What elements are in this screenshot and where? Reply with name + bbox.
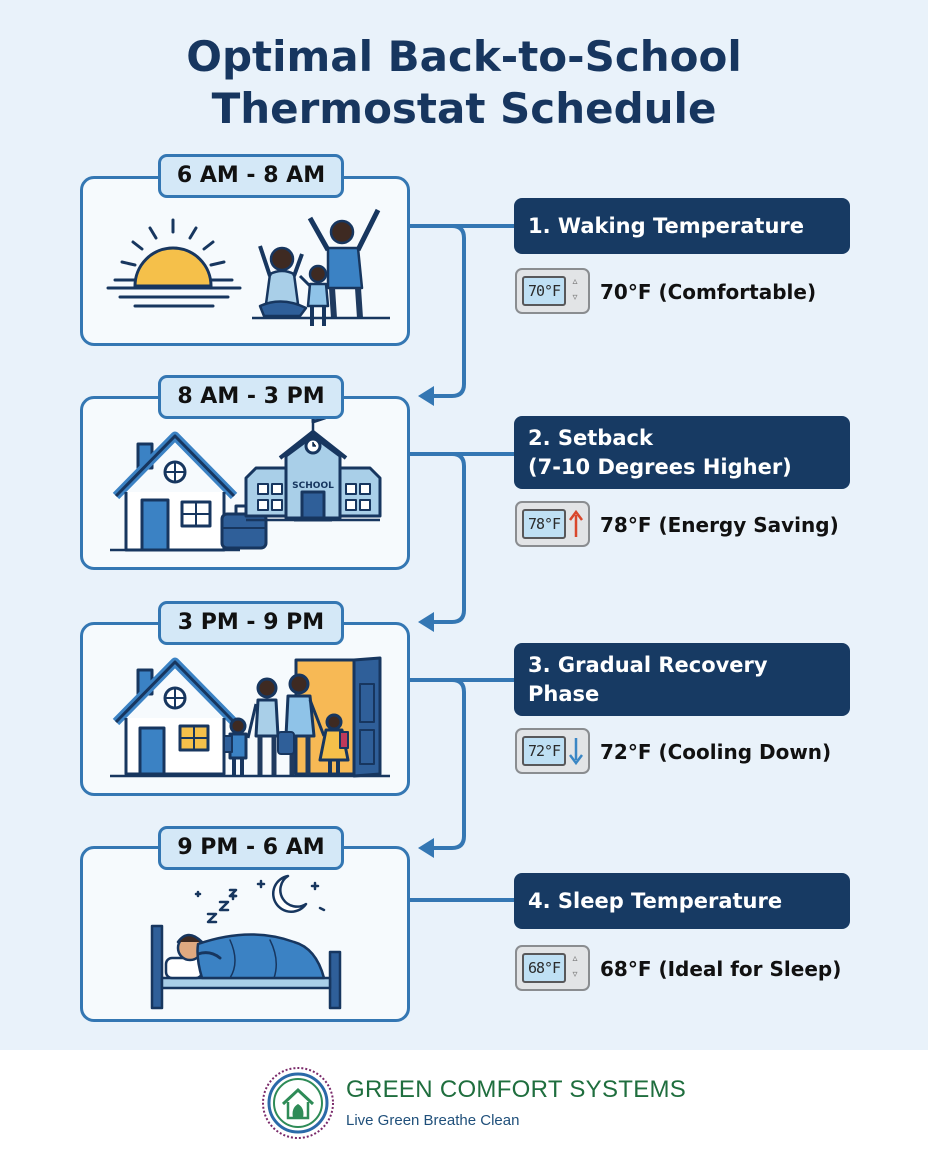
footer <box>0 1050 928 1152</box>
thermostat-3: 72°F <box>515 728 590 774</box>
house-leaf-logo-icon <box>262 1067 334 1139</box>
arrow-down-icon <box>569 738 583 766</box>
thermostat-2: 78°F <box>515 501 590 547</box>
home-school-icon: SCHOOL <box>110 412 382 552</box>
step-box-4: 4. Sleep Temperature <box>514 873 850 929</box>
step-box-1: 1. Waking Temperature <box>514 198 850 254</box>
thermostat-display-2: 78°F <box>522 509 566 539</box>
temp-label-2: 78°F (Energy Saving) <box>600 513 839 537</box>
thermostat-4: 68°F ▵▿ <box>515 945 590 991</box>
family-returning-home-icon <box>110 656 390 778</box>
time-label-4: 9 PM - 6 AM <box>158 826 344 870</box>
up-down-control-icon: ▵▿ <box>572 953 578 980</box>
thermostat-display-4: 68°F <box>522 953 566 983</box>
temp-label-1: 70°F (Comfortable) <box>600 280 817 304</box>
step-subtitle-2: (7-10 Degrees Higher) <box>528 454 792 479</box>
thermostat-1: 70°F ▵▿ <box>515 268 590 314</box>
school-sign-text: SCHOOL <box>292 481 334 491</box>
step-title-2: 2. Setback <box>528 425 653 450</box>
brand-name: GREEN COMFORT SYSTEMS <box>346 1076 687 1103</box>
page-title-line-2: Thermostat Schedule <box>211 84 717 133</box>
connector-3-down <box>408 678 466 850</box>
time-label-2: 8 AM - 3 PM <box>158 375 344 419</box>
connector-2-down <box>408 452 466 624</box>
step-title-3: 3. Gradual Recovery <box>528 652 768 677</box>
step-box-2: 2. Setback (7-10 Degrees Higher) <box>514 416 850 489</box>
arrowhead-3 <box>418 838 434 858</box>
step-subtitle-3: Phase <box>528 681 600 706</box>
step-box-3: 3. Gradual Recovery Phase <box>514 643 850 716</box>
brand-tagline: Live Green Breathe Clean <box>346 1112 520 1129</box>
arrowhead-2 <box>418 612 434 632</box>
arrowhead-1 <box>418 386 434 406</box>
step-title-4: 4. Sleep Temperature <box>528 888 783 913</box>
page-title-line-1: Optimal Back-to-School <box>186 32 742 81</box>
up-down-control-icon: ▵▿ <box>572 276 578 303</box>
sunrise-family-icon <box>106 208 390 326</box>
connector-1-down <box>408 224 466 398</box>
thermostat-display-1: 70°F <box>522 276 566 306</box>
temp-label-4: 68°F (Ideal for Sleep) <box>600 957 842 981</box>
step-title-1: 1. Waking Temperature <box>528 213 804 238</box>
temp-label-3: 72°F (Cooling Down) <box>600 740 832 764</box>
sleeping-night-icon <box>150 874 342 1010</box>
arrow-up-icon <box>569 509 583 537</box>
thermostat-display-3: 72°F <box>522 736 566 766</box>
time-label-1: 6 AM - 8 AM <box>158 154 344 198</box>
time-label-3: 3 PM - 9 PM <box>158 601 344 645</box>
